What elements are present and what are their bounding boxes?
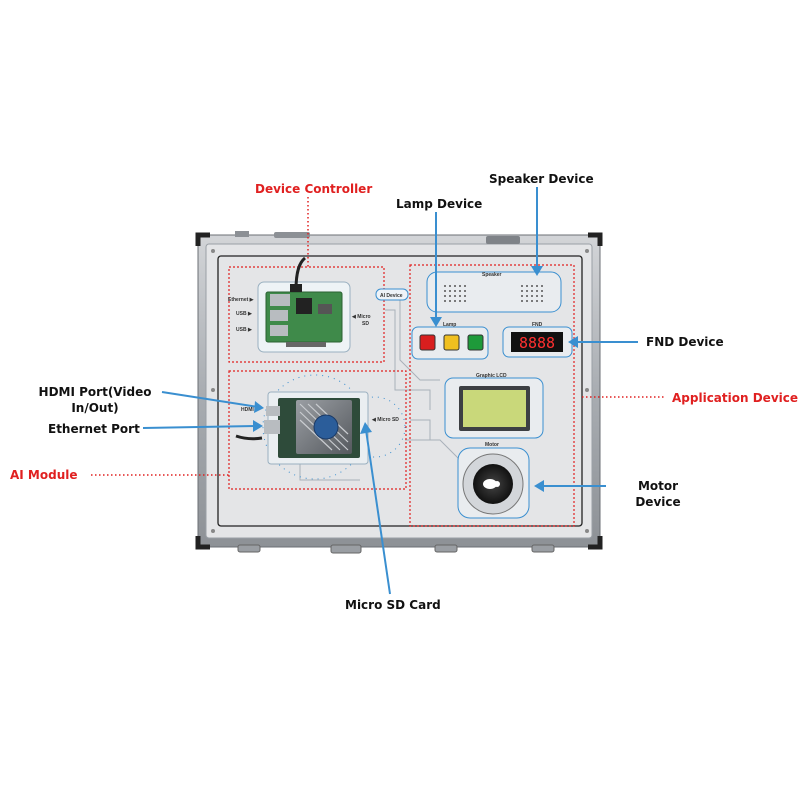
speaker-module: Speaker xyxy=(426,271,562,313)
hdmi-port-label-line2: In/Out) xyxy=(71,401,119,415)
hdmi-port-label: HDMI Port(Video In/Out) xyxy=(30,384,160,416)
hdmi-port-label-line1: HDMI Port(Video xyxy=(38,385,152,399)
device-controller-label: Device Controller xyxy=(255,182,373,196)
graphic-lcd-text: Graphic LCD xyxy=(476,373,507,379)
application-device-label: Application Device xyxy=(672,391,799,405)
ai-module-area: HDMI ▶ ◀ Micro SD xyxy=(228,370,407,490)
ai-device-text: AI Device xyxy=(380,293,403,299)
ai-module-label: AI Module xyxy=(10,468,78,482)
svg-text:USB ▶: USB ▶ xyxy=(236,311,253,317)
speaker-text: Speaker xyxy=(482,272,502,278)
svg-text:HDMI ▶: HDMI ▶ xyxy=(241,407,260,413)
yellow-lamp xyxy=(443,334,460,351)
fnd-display: 8888 xyxy=(519,334,555,352)
motor-device-label-line2: Device xyxy=(635,495,681,509)
svg-text:USB ▶: USB ▶ xyxy=(236,327,253,333)
fnd-device-label: FND Device xyxy=(646,335,724,349)
lamp-device-label: Lamp Device xyxy=(396,197,483,211)
fnd-module: FND 8888 xyxy=(502,322,573,358)
callout-lines-blue xyxy=(142,187,638,595)
motor-device-label: Motor Device xyxy=(626,478,690,510)
ethernet-port-label: Ethernet Port xyxy=(48,422,140,436)
svg-text:Ethernet ▶: Ethernet ▶ xyxy=(228,297,255,303)
device-controller-area: Ethernet ▶ USB ▶ USB ▶ ◀ Micro SD xyxy=(228,256,385,363)
ai-device-tag: AI Device xyxy=(375,288,409,301)
svg-text:◀ Micro: ◀ Micro xyxy=(351,314,371,320)
svg-text:◀ Micro SD: ◀ Micro SD xyxy=(371,417,399,423)
motor-device-label-line1: Motor xyxy=(637,479,679,493)
motor-text: Motor xyxy=(485,442,499,448)
micro-sd-card-label: Micro SD Card xyxy=(345,598,441,612)
motor-module: Motor xyxy=(457,442,530,519)
red-lamp xyxy=(419,334,436,351)
green-lamp xyxy=(467,334,484,351)
svg-text:SD: SD xyxy=(362,321,369,327)
graphic-lcd-module: Graphic LCD xyxy=(444,373,544,439)
callout-lines-red xyxy=(91,197,664,476)
lamp-module: Lamp xyxy=(411,322,489,360)
application-device-area xyxy=(409,264,575,527)
fnd-text: FND xyxy=(532,322,543,328)
speaker-device-label: Speaker Device xyxy=(489,172,594,186)
lamp-text: Lamp xyxy=(443,322,456,328)
